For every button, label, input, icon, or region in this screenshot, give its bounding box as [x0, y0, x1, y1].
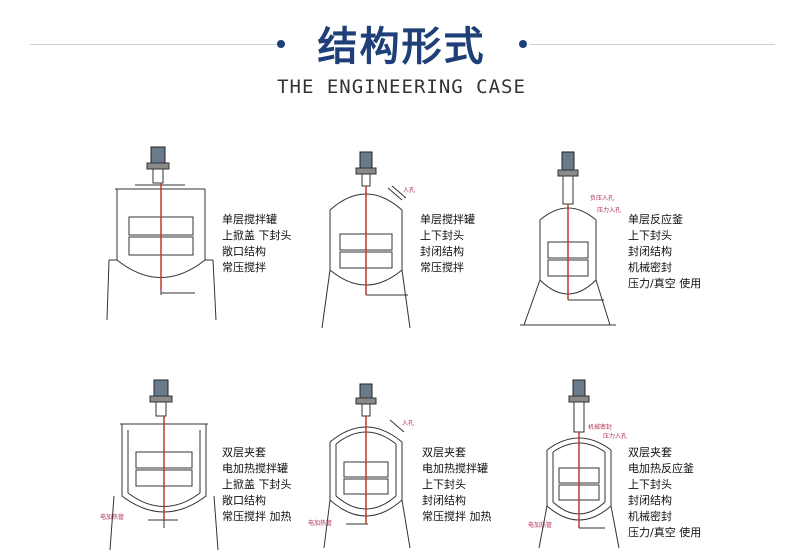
spec-line: 上掀盖 下封头 — [222, 229, 292, 242]
tank-drawing — [321, 151, 411, 329]
spec-line: 电加热搅拌罐 — [422, 462, 488, 475]
tag-manhole-2: 入孔 — [403, 187, 416, 194]
case-spec-2: 单层搅拌罐 上下封头 封闭结构 常压搅拌 — [420, 212, 475, 276]
spec-line: 双层夹套 — [422, 446, 466, 459]
tank-drawing — [109, 379, 219, 551]
page-subtitle: THE ENGINEERING CASE — [277, 76, 526, 98]
spec-line: 上下封头 — [422, 478, 466, 491]
spec-line: 常压搅拌 — [420, 261, 464, 274]
spec-line: 双层夹套 — [222, 446, 266, 459]
spec-line: 单层反应釜 — [628, 213, 683, 226]
tank-drawing — [106, 146, 217, 321]
spec-line: 上下封头 — [628, 478, 672, 491]
spec-line: 压力/真空 使用 — [628, 526, 702, 539]
case-spec-5: 双层夹套 电加热搅拌罐 上下封头 封闭结构 常压搅拌 加热 — [422, 445, 492, 525]
tank-drawing — [323, 383, 411, 549]
tag-seal-6: 机械密封 — [588, 424, 613, 431]
spec-line: 压力/真空 使用 — [628, 277, 702, 290]
spec-line: 敞口结构 — [222, 494, 266, 507]
tag-vacuum-manhole-3: 负压入孔 — [590, 195, 615, 202]
tag-heater-6: 电加热管 — [528, 522, 553, 529]
tag-pressure-manhole-6: 压力入孔 — [603, 433, 628, 440]
spec-line: 上掀盖 下封头 — [222, 478, 292, 491]
page-title: 结构形式 — [317, 24, 486, 70]
tank-drawing — [538, 379, 620, 549]
tank-diagram-reactor-jacketed — [535, 378, 625, 550]
spec-line: 封闭结构 — [628, 494, 672, 507]
tag-heater-4: 电加热管 — [100, 514, 125, 521]
spec-line: 电加热反应釜 — [628, 462, 694, 475]
spec-line: 封闭结构 — [422, 494, 466, 507]
spec-line: 单层搅拌罐 — [420, 213, 475, 226]
tag-pressure-manhole-3: 压力入孔 — [597, 207, 622, 214]
tank-diagram-closed-jacketed — [318, 382, 418, 552]
spec-line: 上下封头 — [420, 229, 464, 242]
spec-line: 双层夹套 — [628, 446, 672, 459]
spec-line: 常压搅拌 加热 — [222, 510, 292, 523]
spec-line: 封闭结构 — [628, 245, 672, 258]
tag-manhole-5: 入孔 — [402, 420, 415, 427]
spec-line: 机械密封 — [628, 261, 672, 274]
header-dot-left — [277, 40, 285, 48]
tank-diagram-open-single — [105, 145, 220, 325]
spec-line: 上下封头 — [628, 229, 672, 242]
tank-diagram-open-jacketed — [108, 378, 220, 553]
tank-drawing — [520, 151, 616, 326]
header-rule-right — [530, 44, 775, 45]
case-spec-6: 双层夹套 电加热反应釜 上下封头 封闭结构 机械密封 压力/真空 使用 — [628, 445, 701, 541]
spec-line: 单层搅拌罐 — [222, 213, 277, 226]
case-spec-3: 单层反应釜 上下封头 封闭结构 机械密封 压力/真空 使用 — [628, 212, 701, 292]
spec-line: 电加热搅拌罐 — [222, 462, 288, 475]
header-dot-right — [519, 40, 527, 48]
header-rule-left — [30, 44, 280, 45]
spec-line: 常压搅拌 — [222, 261, 266, 274]
tag-heater-5: 电加热管 — [308, 520, 333, 527]
case-spec-1: 单层搅拌罐 上掀盖 下封头 敞口结构 常压搅拌 — [222, 212, 292, 276]
tank-diagram-closed-single — [318, 150, 418, 330]
spec-line: 机械密封 — [628, 510, 672, 523]
spec-line: 敞口结构 — [222, 245, 266, 258]
tank-diagram-reactor-single — [518, 150, 618, 330]
case-spec-4: 双层夹套 电加热搅拌罐 上掀盖 下封头 敞口结构 常压搅拌 加热 — [222, 445, 292, 525]
spec-line: 常压搅拌 加热 — [422, 510, 492, 523]
spec-line: 封闭结构 — [420, 245, 464, 258]
